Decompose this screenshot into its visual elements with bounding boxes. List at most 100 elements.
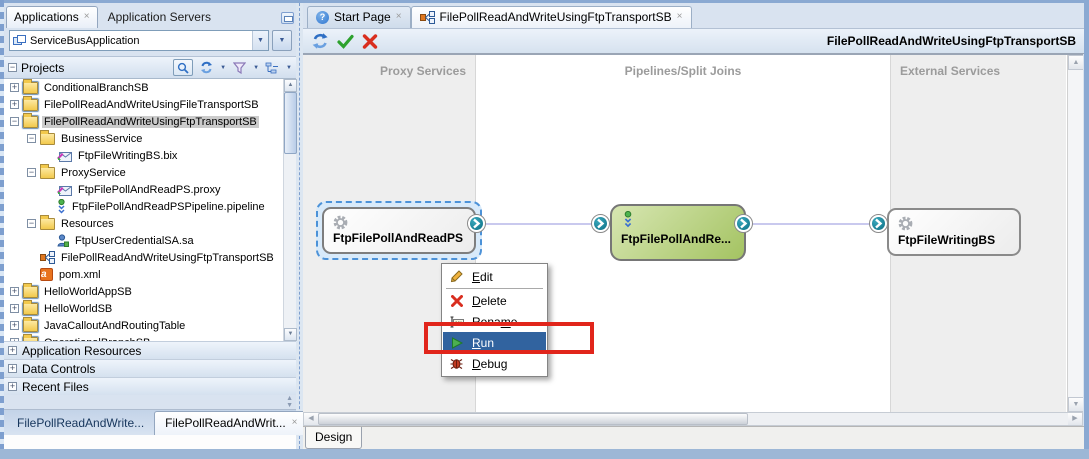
tree-item[interactable]: FtpFilePollAndReadPSPipeline.pipeline bbox=[4, 198, 296, 215]
endpoint-arrow-icon[interactable] bbox=[467, 214, 486, 233]
menu-item-debug[interactable]: Debug bbox=[443, 353, 546, 374]
scroll-down-icon[interactable]: ▼ bbox=[284, 328, 297, 341]
scrollbar-thumb[interactable] bbox=[284, 92, 297, 154]
menu-label: D bbox=[472, 293, 481, 308]
application-menu-dropdown-icon[interactable]: ▼ bbox=[272, 30, 292, 51]
tree-item-selected[interactable]: − FilePollReadAndWriteUsingFtpTransportS… bbox=[4, 113, 296, 130]
panel-splitter[interactable] bbox=[299, 3, 300, 449]
search-icon[interactable] bbox=[173, 59, 194, 76]
doc-tab-inactive[interactable]: FilePollReadAndWrite... bbox=[7, 412, 154, 435]
application-selector-row: ServiceBusApplication ▼ ▼ bbox=[4, 29, 296, 54]
canvas-vertical-scrollbar[interactable]: ▲ ▼ bbox=[1067, 55, 1083, 412]
tree-item[interactable]: + HelloWorldAppSB bbox=[4, 283, 296, 300]
endpoint-arrow-icon[interactable] bbox=[869, 214, 888, 233]
chevron-down-icon[interactable]: ▼ bbox=[286, 64, 292, 71]
canvas-horizontal-scrollbar[interactable]: ◀ ▶ bbox=[303, 412, 1083, 426]
service-bus-canvas[interactable]: Proxy Services Pipelines/Split Joins Ext… bbox=[303, 54, 1083, 412]
tree-item[interactable]: + HelloWorldSB bbox=[4, 300, 296, 317]
close-icon[interactable]: × bbox=[83, 11, 90, 22]
tree-item[interactable]: + JavaCalloutAndRoutingTable bbox=[4, 317, 296, 334]
tree-item[interactable]: FtpFileWritingBS.bix bbox=[4, 147, 296, 164]
tab-applications[interactable]: Applications × bbox=[6, 6, 98, 28]
node-business-service[interactable]: FtpFileWritingBS bbox=[887, 208, 1021, 256]
node-proxy-service[interactable]: FtpFilePollAndReadPS bbox=[322, 207, 476, 254]
filter-icon[interactable] bbox=[229, 59, 249, 76]
expand-icon[interactable]: + bbox=[10, 99, 19, 109]
expand-icon[interactable]: + bbox=[10, 286, 19, 296]
validate-check-icon[interactable] bbox=[337, 34, 354, 49]
expand-icon[interactable]: + bbox=[8, 381, 17, 391]
menu-item-run[interactable]: Run bbox=[443, 332, 546, 353]
scroll-down-icon[interactable]: ▼ bbox=[1068, 397, 1083, 412]
column-header: External Services bbox=[900, 64, 1001, 78]
scroll-up-icon[interactable]: ▲ bbox=[284, 79, 297, 92]
project-folder-icon bbox=[23, 79, 38, 94]
tab-application-servers[interactable]: Application Servers bbox=[98, 7, 221, 28]
folder-icon bbox=[40, 215, 55, 230]
section-data-controls[interactable]: + Data Controls bbox=[4, 359, 296, 377]
expand-icon[interactable]: + bbox=[10, 320, 19, 330]
tree-item[interactable]: a pom.xml bbox=[4, 266, 296, 283]
delete-x-icon[interactable] bbox=[362, 33, 378, 49]
panel-resize-grip[interactable]: ▲▼ bbox=[4, 395, 296, 409]
tree-item[interactable]: FtpFilePollAndReadPS.proxy bbox=[4, 181, 296, 198]
projects-tree: + ConditionalBranchSB + FilePollReadAndW… bbox=[4, 79, 296, 341]
expand-icon[interactable]: + bbox=[10, 303, 19, 313]
tree-item[interactable]: + FilePollReadAndWriteUsingFileTransport… bbox=[4, 96, 296, 113]
tab-start-page[interactable]: ? Start Page × bbox=[307, 6, 411, 28]
expand-icon[interactable]: + bbox=[8, 345, 17, 355]
projects-header[interactable]: − Projects ▼ ▼ ▼ bbox=[4, 56, 296, 79]
scroll-left-icon[interactable]: ◀ bbox=[304, 413, 318, 425]
expand-icon[interactable]: + bbox=[10, 82, 19, 92]
projects-header-label: Projects bbox=[21, 60, 65, 75]
refresh-icon[interactable] bbox=[196, 59, 216, 76]
tree-options-icon[interactable] bbox=[262, 59, 282, 76]
node-label: FtpFilePollAndReadPS bbox=[333, 231, 464, 245]
tree-item-label: ProxyService bbox=[61, 166, 126, 179]
collapse-icon[interactable]: − bbox=[27, 218, 36, 228]
tree-item-label: FtpFilePollAndReadPS.proxy bbox=[78, 183, 221, 196]
tab-overview[interactable]: FilePollReadAndWriteUsingFtpTransportSB … bbox=[410, 6, 692, 28]
menu-item-delete[interactable]: Delete bbox=[443, 290, 546, 311]
chevron-down-icon[interactable]: ▼ bbox=[253, 64, 260, 71]
collapse-icon[interactable]: − bbox=[27, 167, 36, 177]
expand-icon[interactable]: + bbox=[10, 338, 19, 341]
close-icon[interactable]: × bbox=[291, 417, 298, 428]
doc-tab-active[interactable]: FilePollReadAndWrit... × bbox=[154, 411, 309, 435]
chevron-down-icon[interactable]: ▼ bbox=[252, 31, 268, 50]
minimize-panel-icon[interactable] bbox=[281, 12, 294, 24]
application-selector[interactable]: ServiceBusApplication ▼ bbox=[9, 30, 269, 51]
close-icon[interactable]: × bbox=[676, 11, 683, 22]
tree-scrollbar[interactable]: ▲ ▼ bbox=[283, 79, 297, 341]
collapse-icon[interactable]: − bbox=[10, 116, 19, 126]
menu-item-edit[interactable]: Edit bbox=[443, 266, 546, 287]
collapse-icon[interactable]: − bbox=[27, 133, 36, 143]
tree-item-label: FilePollReadAndWriteUsingFileTransportSB bbox=[44, 98, 259, 111]
proxy-service-icon bbox=[57, 184, 72, 196]
tree-item[interactable]: − BusinessService bbox=[4, 130, 296, 147]
tree-item[interactable]: + ConditionalBranchSB bbox=[4, 79, 296, 96]
tab-design[interactable]: Design bbox=[305, 427, 363, 449]
collapse-icon[interactable]: − bbox=[8, 62, 17, 72]
scroll-right-icon[interactable]: ▶ bbox=[1068, 413, 1082, 425]
section-application-resources[interactable]: + Application Resources bbox=[4, 341, 296, 359]
menu-label: un bbox=[480, 335, 495, 350]
endpoint-arrow-icon[interactable] bbox=[591, 214, 610, 233]
collapse-chevrons-icon[interactable]: ▲▼ bbox=[286, 395, 293, 409]
tree-item[interactable]: FtpUserCredentialSA.sa bbox=[4, 232, 296, 249]
tree-item[interactable]: + OperationalBranchSB bbox=[4, 334, 296, 341]
tree-item[interactable]: FilePollReadAndWriteUsingFtpTransportSB bbox=[4, 249, 296, 266]
endpoint-arrow-icon[interactable] bbox=[734, 214, 753, 233]
tree-item[interactable]: − ProxyService bbox=[4, 164, 296, 181]
tree-item-label: FilePollReadAndWriteUsingFtpTransportSB bbox=[42, 115, 259, 128]
close-icon[interactable]: × bbox=[395, 11, 402, 22]
expand-icon[interactable]: + bbox=[8, 363, 17, 373]
tree-item[interactable]: − Resources bbox=[4, 215, 296, 232]
scroll-up-icon[interactable]: ▲ bbox=[1068, 55, 1083, 70]
refresh-icon[interactable] bbox=[311, 32, 329, 50]
scrollbar-thumb[interactable] bbox=[318, 413, 748, 425]
menu-separator bbox=[446, 288, 543, 289]
chevron-down-icon[interactable]: ▼ bbox=[220, 64, 227, 71]
section-recent-files[interactable]: + Recent Files bbox=[4, 377, 296, 395]
node-pipeline[interactable]: FtpFilePollAndRe... bbox=[610, 204, 746, 261]
